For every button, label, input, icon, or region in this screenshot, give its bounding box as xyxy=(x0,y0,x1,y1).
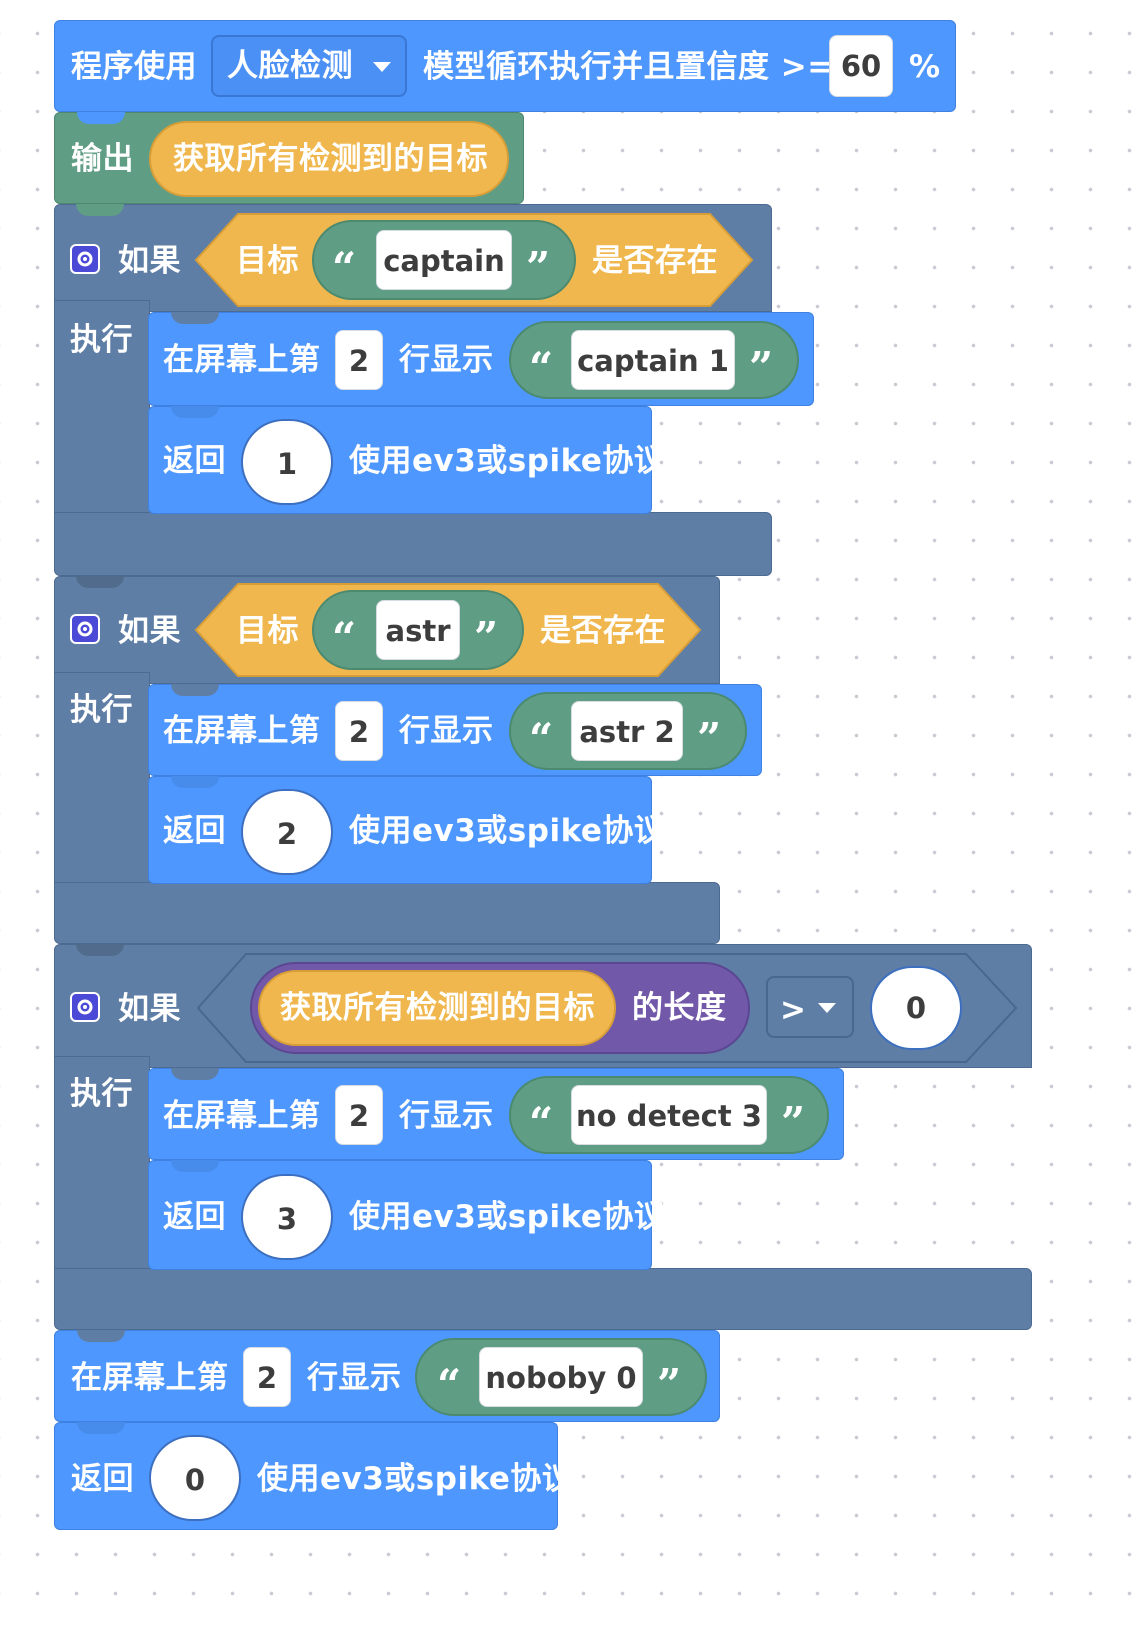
quote-close-icon: ” xyxy=(749,343,774,392)
display-block[interactable]: 在屏幕上第 2 行显示 “ captain 1 ” xyxy=(148,312,814,406)
return-label: 返回 xyxy=(71,1461,134,1497)
return-suffix: 使用ev3或spike协议 xyxy=(349,443,666,479)
detected-targets-label: 获取所有检测到的目标 xyxy=(280,990,595,1026)
final-return-block[interactable]: 返回 0 使用ev3或spike协议 xyxy=(54,1422,573,1530)
condition-target-label: 目标 xyxy=(236,613,299,649)
block-notch xyxy=(171,1068,219,1080)
condition-suffix: 是否存在 xyxy=(540,613,666,649)
return-suffix: 使用ev3或spike协议 xyxy=(349,1199,666,1235)
display-block[interactable]: 在屏幕上第 2 行显示 “ astr 2 ” xyxy=(148,684,762,776)
return-label: 返回 xyxy=(163,1199,226,1235)
display-text-input[interactable]: astr 2 xyxy=(571,701,683,761)
block-notch xyxy=(76,944,124,956)
do-label: 执行 xyxy=(70,322,133,358)
display-mid: 行显示 xyxy=(307,1360,402,1396)
block-notch xyxy=(76,576,124,588)
do-label: 执行 xyxy=(70,692,133,728)
display-block[interactable]: 在屏幕上第 2 行显示 “ no detect 3 ” xyxy=(148,1068,844,1160)
if-block-2-bottom xyxy=(54,882,720,944)
return-value-input[interactable]: 2 xyxy=(241,789,333,875)
display-text-input[interactable]: captain 1 xyxy=(571,330,735,390)
chevron-down-icon xyxy=(818,1003,836,1013)
block-notch xyxy=(77,1330,125,1342)
if-label: 如果 xyxy=(118,243,181,279)
quote-open-icon: “ xyxy=(529,343,554,392)
block-notch xyxy=(171,406,219,418)
display-mid: 行显示 xyxy=(399,342,494,378)
block-label-middle: 模型循环执行并且置信度 >= xyxy=(423,49,834,85)
condition-value-input[interactable]: astr xyxy=(376,600,460,660)
output-block[interactable]: 输出 获取所有检测到的目标 xyxy=(54,112,524,204)
if-block-1-arm xyxy=(54,300,150,524)
gear-icon[interactable] xyxy=(70,244,100,274)
operator-value: > xyxy=(780,992,807,1028)
return-value-input[interactable]: 0 xyxy=(149,1435,241,1521)
chevron-down-icon xyxy=(373,62,391,72)
model-dropdown[interactable]: 人脸检测 xyxy=(211,35,407,97)
return-label: 返回 xyxy=(163,813,226,849)
quote-close-icon: ” xyxy=(474,613,499,662)
display-prefix: 在屏幕上第 xyxy=(71,1360,229,1396)
condition-suffix: 是否存在 xyxy=(592,243,718,279)
line-number-input[interactable]: 2 xyxy=(335,701,383,761)
quote-close-icon: ” xyxy=(781,1098,806,1147)
line-number-input[interactable]: 2 xyxy=(335,330,383,390)
quote-close-icon: ” xyxy=(657,1360,682,1409)
if-block-3-bottom xyxy=(54,1268,1032,1330)
quote-open-icon: “ xyxy=(529,714,554,763)
if-label: 如果 xyxy=(118,613,181,649)
if-block-2-arm xyxy=(54,672,150,894)
gear-icon[interactable] xyxy=(70,614,100,644)
percent-label: % xyxy=(909,49,941,85)
display-mid: 行显示 xyxy=(399,713,494,749)
display-mid: 行显示 xyxy=(399,1098,494,1134)
block-label: 程序使用 xyxy=(71,49,197,85)
detected-targets-label: 获取所有检测到的目标 xyxy=(173,141,488,177)
confidence-input[interactable]: 60 xyxy=(829,35,893,97)
display-prefix: 在屏幕上第 xyxy=(163,1098,321,1134)
block-notch xyxy=(171,776,219,788)
detected-targets-reporter[interactable] xyxy=(258,970,616,1046)
block-notch xyxy=(76,204,124,216)
if-label: 如果 xyxy=(118,991,181,1027)
final-display-block[interactable]: 在屏幕上第 2 行显示 “ noboby 0 ” xyxy=(54,1330,720,1422)
condition-target-label: 目标 xyxy=(236,243,299,279)
return-value-input[interactable]: 1 xyxy=(241,419,333,505)
block-notch xyxy=(171,684,219,696)
quote-open-icon: “ xyxy=(437,1360,462,1409)
model-dropdown-value: 人脸检测 xyxy=(227,48,353,84)
return-block[interactable]: 返回 3 使用ev3或spike协议 xyxy=(148,1160,665,1270)
length-label: 的长度 xyxy=(632,990,727,1026)
condition-value-input[interactable]: captain xyxy=(376,230,512,290)
return-suffix: 使用ev3或spike协议 xyxy=(257,1461,574,1497)
return-suffix: 使用ev3或spike协议 xyxy=(349,813,666,849)
display-prefix: 在屏幕上第 xyxy=(163,713,321,749)
detected-targets-reporter[interactable]: 获取所有检测到的目标 xyxy=(149,121,509,197)
return-block[interactable]: 返回 1 使用ev3或spike协议 xyxy=(148,406,665,514)
block-notch xyxy=(171,312,219,324)
output-label: 输出 xyxy=(71,141,134,177)
display-text-input[interactable]: no detect 3 xyxy=(571,1085,767,1145)
operator-dropdown[interactable]: > xyxy=(766,976,854,1038)
if-block-1-bottom xyxy=(54,512,772,576)
display-prefix: 在屏幕上第 xyxy=(163,342,321,378)
gear-icon[interactable] xyxy=(70,992,100,1022)
quote-open-icon: “ xyxy=(529,1098,554,1147)
line-number-input[interactable]: 2 xyxy=(335,1085,383,1145)
return-block[interactable]: 返回 2 使用ev3或spike协议 xyxy=(148,776,665,884)
compare-value-input[interactable]: 0 xyxy=(870,966,962,1050)
block-notch xyxy=(77,1422,125,1434)
quote-open-icon: “ xyxy=(332,613,357,662)
line-number-input[interactable]: 2 xyxy=(243,1347,291,1407)
return-label: 返回 xyxy=(163,443,226,479)
block-notch xyxy=(77,112,125,124)
quote-open-icon: “ xyxy=(332,243,357,292)
quote-close-icon: ” xyxy=(697,714,722,763)
return-value-input[interactable]: 3 xyxy=(241,1174,333,1260)
do-label: 执行 xyxy=(70,1076,133,1112)
model-loop-block[interactable]: 程序使用 人脸检测 模型循环执行并且置信度 >= 60 % xyxy=(54,20,956,112)
quote-close-icon: ” xyxy=(526,243,551,292)
display-text-input[interactable]: noboby 0 xyxy=(479,1347,643,1407)
block-notch xyxy=(171,1160,219,1172)
